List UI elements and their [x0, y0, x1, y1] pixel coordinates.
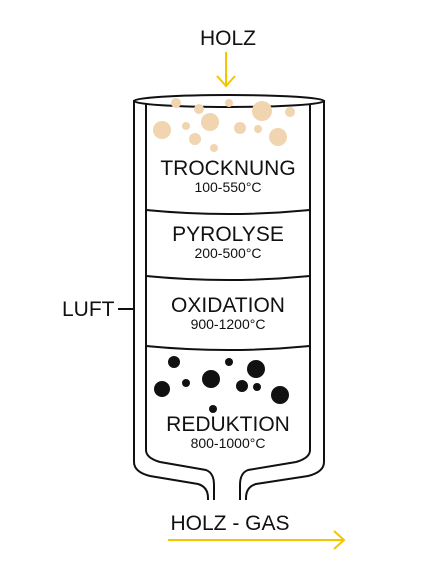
- zone-divider-3: [145, 345, 311, 351]
- air-label: LUFT: [62, 298, 115, 321]
- input-label: HOLZ: [200, 27, 256, 50]
- zone-oxidation-name: OXIDATION: [171, 294, 285, 317]
- zone-drying-name: TROCKNUNG: [160, 157, 295, 180]
- outer-vessel-wall: [133, 100, 325, 500]
- zone-oxidation-temp: 900-1200°C: [191, 316, 266, 332]
- zone-reduction-temp: 800-1000°C: [191, 435, 266, 451]
- inner-vessel-wall: [145, 104, 311, 500]
- zone-reduction-name: REDUKTION: [166, 413, 290, 436]
- zone-drying-temp: 100-550°C: [194, 179, 261, 195]
- zone-divider-2: [145, 275, 311, 281]
- output-label: HOLZ - GAS: [170, 512, 289, 535]
- wood-particles: [153, 98, 295, 152]
- zone-pyrolysis-temp: 200-500°C: [194, 245, 261, 261]
- zone-pyrolysis-name: PYROLYSE: [172, 223, 284, 246]
- zone-divider-1: [145, 209, 311, 215]
- output-arrow: [168, 530, 346, 550]
- input-arrow: [216, 52, 236, 88]
- char-particles: [154, 356, 289, 413]
